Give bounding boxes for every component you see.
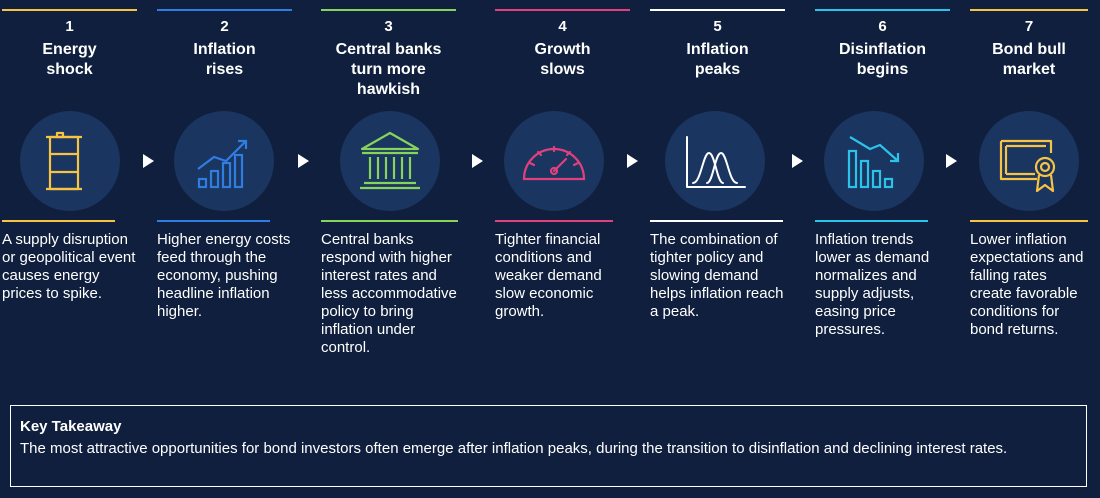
step-4-icon-circle <box>504 111 604 211</box>
step-7-icon-circle <box>979 111 1079 211</box>
falling-bar-chart-icon <box>847 136 900 189</box>
step-7-description: Lower inflation expectations and falling… <box>970 231 1084 338</box>
step-4-top-line <box>495 9 630 11</box>
key-takeaway-box: Key Takeaway The most attractive opportu… <box>10 405 1087 487</box>
step-5-description: The combination of tighter policy and sl… <box>650 231 784 320</box>
step-2-number: 2 <box>220 18 229 35</box>
speedometer-gauge-icon <box>522 145 586 181</box>
step-2-icon-circle <box>174 111 274 211</box>
step-5-divider <box>650 220 783 222</box>
step-6-icon-circle <box>824 111 924 211</box>
step-7-number: 7 <box>1024 18 1034 35</box>
step-3-number: 3 <box>384 18 393 35</box>
step-3-top-line <box>321 9 456 11</box>
step-1-top-line <box>2 9 137 11</box>
bell-curve-peaks-icon <box>686 136 746 188</box>
step-7-top-line <box>970 9 1088 11</box>
step-4-description: Tighter financial conditions and weaker … <box>495 231 602 320</box>
arrow-right-icon <box>143 154 154 168</box>
arrow-right-icon <box>472 154 483 168</box>
bank-building-icon <box>360 131 420 190</box>
bond-certificate-icon <box>999 139 1056 193</box>
step-2-description: Higher energy costs feed through the eco… <box>157 231 291 320</box>
arrow-right-icon <box>946 154 957 168</box>
step-4-divider <box>495 220 613 222</box>
step-1-divider <box>2 220 115 222</box>
step-2-divider <box>157 220 270 222</box>
step-4-number: 4 <box>558 18 567 35</box>
step-2-top-line <box>157 9 292 11</box>
step-3-icon-circle <box>340 111 440 211</box>
step-1-description: A supply disruption or geopolitical even… <box>2 231 136 302</box>
key-takeaway-title: Key Takeaway <box>20 418 122 435</box>
step-5-icon-circle <box>665 111 765 211</box>
step-5-number: 5 <box>713 18 722 35</box>
step-3-divider <box>321 220 458 222</box>
step-1-number: 1 <box>65 18 74 35</box>
step-1-icon-circle <box>20 111 120 211</box>
oil-barrel-icon <box>46 131 82 191</box>
arrow-right-icon <box>298 154 309 168</box>
step-6-description: Inflation trends lower as demand normali… <box>815 231 930 338</box>
rising-bar-chart-icon <box>197 139 248 189</box>
step-6-top-line <box>815 9 950 11</box>
step-6-divider <box>815 220 928 222</box>
arrow-right-icon <box>627 154 638 168</box>
arrow-right-icon <box>792 154 803 168</box>
step-3-description: Central banks respond with higher intere… <box>321 231 457 356</box>
step-6-number: 6 <box>878 18 887 35</box>
step-7-divider <box>970 220 1088 222</box>
key-takeaway-text: The most attractive opportunities for bo… <box>20 440 1008 457</box>
step-5-top-line <box>650 9 785 11</box>
